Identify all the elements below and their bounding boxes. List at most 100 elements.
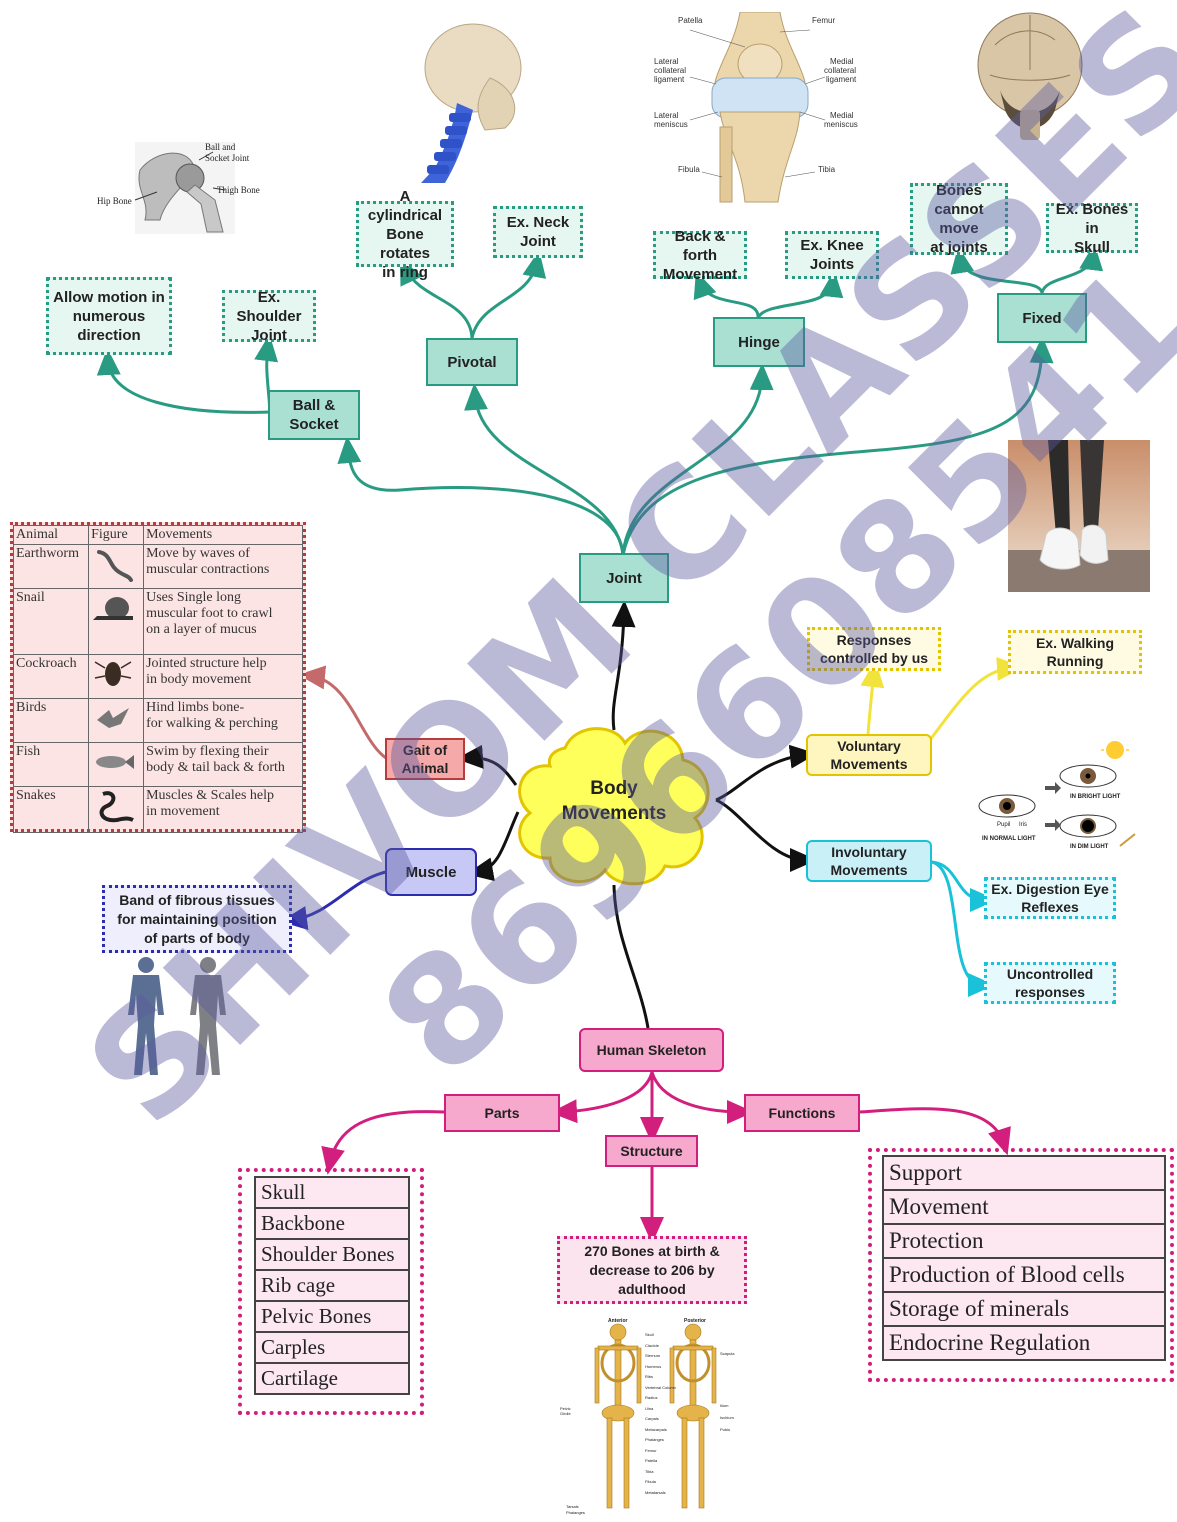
ball-socket-node[interactable]: Ball & Socket (268, 390, 360, 440)
skeleton-label: Fibula (645, 1479, 656, 1484)
voluntary-ex-2: Running (1046, 653, 1104, 669)
knee-fibula-label: Fibula (678, 165, 700, 174)
bird-icon (88, 698, 145, 743)
skeleton-label: Ischium (720, 1415, 734, 1420)
skeleton-label: Tibia (645, 1468, 654, 1474)
part-item: Cartilage (254, 1362, 410, 1395)
eye-dim-label: IN DIM LIGHT (1070, 844, 1109, 850)
list-item: Rib cage (254, 1269, 410, 1302)
list-item: Protection (882, 1223, 1166, 1259)
knee-joint-figure: Patella Femur Lateral collateral ligamen… (650, 12, 865, 207)
function-item: Support (882, 1155, 1166, 1191)
hinge-desc: Back & forth Movement (653, 228, 747, 283)
structure-label: Structure (620, 1142, 683, 1159)
center-line-2: Movements (561, 803, 667, 824)
fixed-desc-1: Bones (936, 182, 982, 199)
eye-bright-label: IN BRIGHT LIGHT (1070, 794, 1121, 800)
functions-label: Functions (768, 1104, 836, 1121)
skeleton-label: Radius (645, 1395, 658, 1400)
hinge-example: Ex. Knee Joints (785, 231, 879, 279)
skeleton-label: Metacarpals (645, 1426, 667, 1432)
ball-socket-label-1: Ball & (292, 397, 336, 414)
fixed-node[interactable]: Fixed (997, 293, 1087, 343)
human-skeleton-node[interactable]: Human Skeleton (579, 1028, 724, 1072)
gait-label-1: Gait of (402, 742, 448, 758)
fish-icon (88, 742, 145, 787)
list-item: Support (882, 1155, 1166, 1191)
structure-desc-2: decrease to 206 by (589, 1261, 715, 1278)
parts-node[interactable]: Parts (444, 1094, 560, 1132)
snake-icon (88, 786, 145, 833)
gait-header-animal: Animal (12, 525, 90, 545)
ball-socket-desc-1: Allow motion in (53, 288, 165, 306)
involuntary-label-1: Involuntary (831, 844, 907, 860)
fixed-example: Ex. Bones in Skull (1046, 201, 1138, 256)
involuntary-desc-2: responses (1014, 984, 1086, 1000)
ball-socket-ex-2: Joint (251, 326, 287, 344)
list-item: Shoulder Bones (254, 1238, 410, 1271)
fixed-ex-2: Skull (1074, 238, 1110, 256)
fixed-label: Fixed (1022, 309, 1062, 327)
hinge-ex-1: Ex. Knee (800, 237, 864, 254)
skeleton-label: Ulna (645, 1405, 654, 1411)
joint-label: Joint (606, 569, 642, 587)
skeleton-left-labels: Skull Clavicle Sternum Humerus Ribs Vert… (645, 1330, 676, 1498)
ball-socket-desc-3: direction (77, 326, 141, 344)
hip-socket-label: Socket Joint (205, 153, 250, 163)
skeleton-label: Skull (645, 1332, 654, 1337)
voluntary-example: Ex. Walking Running (1008, 630, 1142, 674)
hip-joint-figure: Ball and Socket Joint Hip Bone Thigh Bon… (95, 140, 270, 236)
skeleton-label: Metatarsals (645, 1489, 666, 1495)
gait-header-movements: Movements (143, 525, 303, 545)
part-item: Pelvic Bones (254, 1300, 410, 1333)
skeleton-label: Vertebral Column (645, 1384, 676, 1390)
skeleton-label: Patella (645, 1458, 658, 1463)
gait-table: Animal Figure Movements Earthworm Move b… (10, 522, 306, 833)
part-item: Skull (254, 1176, 410, 1209)
skeleton-right-labels: Scapula Ilium Ischium Pubis (720, 1348, 734, 1436)
muscle-desc-2: for maintaining position (117, 910, 277, 927)
pivotal-ex-1: Ex. Neck (506, 214, 570, 231)
center-line-1: Body (590, 778, 638, 799)
involuntary-node[interactable]: Involuntary Movements (806, 840, 932, 882)
parts-label: Parts (484, 1104, 520, 1121)
list-item: Storage of minerals (882, 1291, 1166, 1327)
hinge-node[interactable]: Hinge (713, 317, 805, 367)
skeleton-label: Phalanges (645, 1437, 664, 1442)
muscle-figure (108, 955, 258, 1080)
list-item: Backbone (254, 1207, 410, 1240)
gait-animal: Earthworm (12, 544, 90, 589)
structure-node[interactable]: Structure (605, 1135, 698, 1167)
voluntary-ex-1: Ex. Walking (1035, 635, 1115, 651)
joint-node[interactable]: Joint (579, 553, 669, 603)
voluntary-node[interactable]: Voluntary Movements (806, 734, 932, 776)
pivotal-node[interactable]: Pivotal (426, 338, 518, 386)
skeleton-figure: Anterior Posterior Skull Clavicle Sternu… (558, 1318, 748, 1518)
parts-list: Skull Backbone Shoulder Bones Rib cage P… (238, 1168, 424, 1415)
fixed-desc-3: at joints (930, 239, 988, 256)
muscle-node[interactable]: Muscle (385, 848, 477, 896)
skeleton-label: Pubis (720, 1427, 731, 1432)
functions-node[interactable]: Functions (744, 1094, 860, 1132)
knee-lat-coll-3: ligament (654, 75, 685, 84)
eye-normal-label: IN NORMAL LIGHT (982, 836, 1036, 842)
center-title[interactable]: Body Movements (538, 776, 690, 826)
human-skeleton-label: Human Skeleton (596, 1041, 707, 1058)
knee-femur-label: Femur (812, 16, 836, 25)
involuntary-ex-1: Ex. Digestion Eye (991, 881, 1109, 897)
skull-figure (975, 10, 1085, 145)
knee-patella-label: Patella (678, 16, 703, 25)
knee-lat-men-2: meniscus (654, 120, 688, 129)
involuntary-label-2: Movements (830, 862, 908, 878)
gait-node[interactable]: Gait of Animal (385, 738, 465, 780)
involuntary-desc: Uncontrolled responses (984, 962, 1116, 1004)
list-item: Production of Blood cells (882, 1257, 1166, 1293)
muscle-desc-1: Band of fibrous tissues (119, 891, 275, 908)
list-item: Carples (254, 1331, 410, 1364)
